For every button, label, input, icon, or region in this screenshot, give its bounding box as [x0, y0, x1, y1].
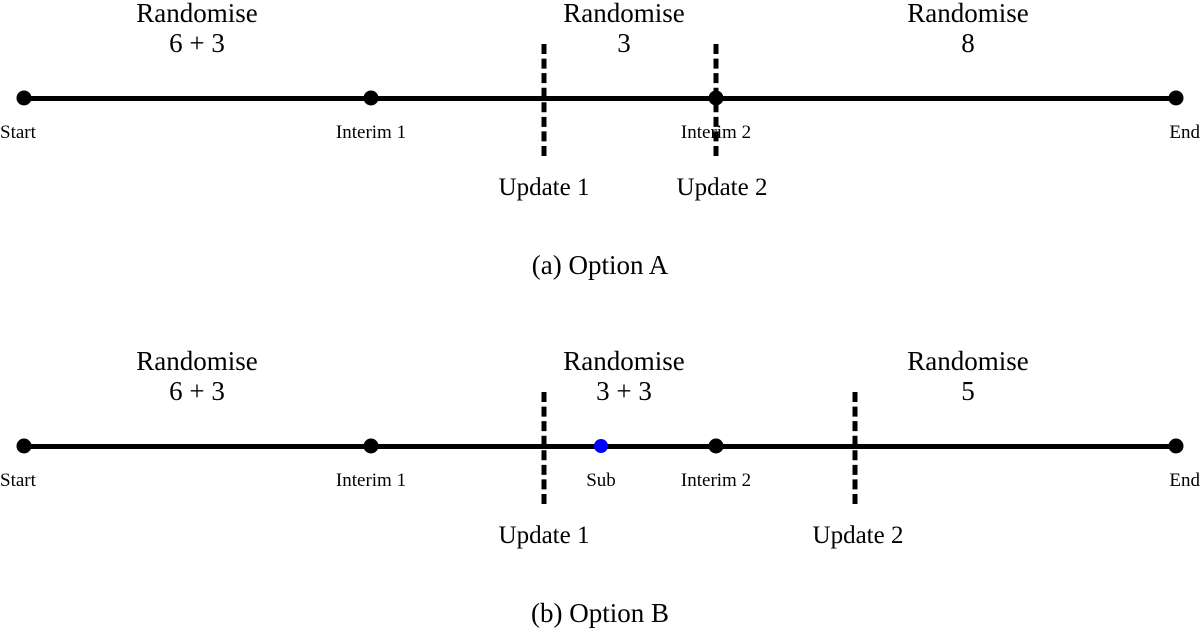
node-interim-1-dot [363, 438, 379, 454]
randomise-value: 6 + 3 [169, 376, 225, 407]
update-label-1: Update 1 [498, 174, 590, 201]
randomise-group-a2: Randomise 3 [563, 0, 685, 58]
node-label-end: End [1169, 122, 1200, 143]
update-label-2: Update 2 [812, 522, 904, 549]
randomise-title: Randomise [563, 346, 685, 376]
randomise-title: Randomise [907, 346, 1029, 376]
randomise-group-b3: Randomise 5 [907, 346, 1029, 406]
update-label-2: Update 2 [676, 174, 768, 201]
node-start-dot [16, 90, 32, 106]
randomise-value: 3 [617, 28, 631, 59]
update-label-1: Update 1 [498, 522, 590, 549]
node-end-dot [1168, 438, 1184, 454]
randomise-group-b2: Randomise 3 + 3 [563, 346, 685, 406]
randomise-title: Randomise [136, 0, 258, 28]
node-label-interim-2: Interim 2 [680, 122, 752, 143]
randomise-value: 6 + 3 [169, 28, 225, 59]
timeline-axis [24, 96, 1176, 101]
node-label-start: Start [0, 470, 36, 491]
panel-caption-a: (a) Option A [531, 250, 669, 280]
node-end-dot [1168, 90, 1184, 106]
node-label-interim-2: Interim 2 [680, 470, 752, 491]
node-label-interim-1: Interim 1 [335, 470, 407, 491]
node-label-end: End [1169, 470, 1200, 491]
randomise-value: 3 + 3 [596, 376, 652, 407]
node-interim-2-dot [708, 438, 724, 454]
node-interim-2-dot [708, 90, 724, 106]
randomise-value: 5 [961, 376, 975, 407]
randomise-title: Randomise [907, 0, 1029, 28]
panel-option-b: Randomise 6 + 3 Randomise 3 + 3 Randomis… [0, 346, 1200, 633]
panel-option-a: Randomise 6 + 3 Randomise 3 Randomise 8 … [0, 0, 1200, 300]
randomise-title: Randomise [563, 0, 685, 28]
randomise-value: 8 [961, 28, 975, 59]
node-start-dot [16, 438, 32, 454]
node-interim-1-dot [363, 90, 379, 106]
node-sub-dot [594, 439, 608, 453]
randomise-group-a3: Randomise 8 [907, 0, 1029, 58]
node-label-interim-1: Interim 1 [335, 122, 407, 143]
node-label-sub: Sub [586, 470, 616, 491]
randomise-title: Randomise [136, 346, 258, 376]
node-label-start: Start [0, 122, 36, 143]
panel-caption-b: (b) Option B [531, 598, 669, 628]
randomise-group-b1: Randomise 6 + 3 [136, 346, 258, 406]
randomise-group-a1: Randomise 6 + 3 [136, 0, 258, 58]
